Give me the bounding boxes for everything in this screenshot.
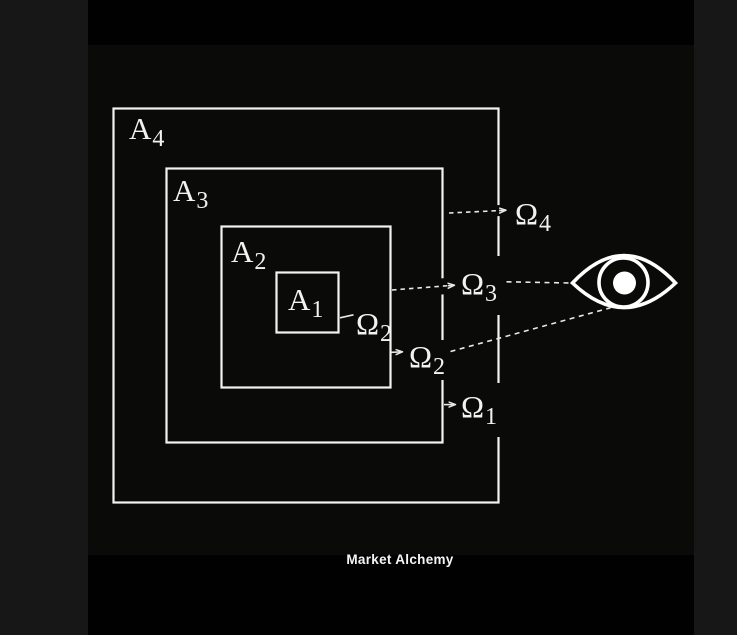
region-label-omega4: Ω4 (515, 196, 552, 237)
set-box-a3 (165, 167, 444, 444)
watermark: Market Alchemy (346, 552, 454, 567)
top-black-bar (88, 0, 694, 45)
set-label-a4: A4 (129, 111, 165, 152)
set-box-a2 (220, 225, 392, 389)
set-label-a1: A1 (288, 282, 324, 323)
region-label-omega3: Ω3 (456, 256, 504, 315)
set-box-a1 (275, 271, 340, 334)
set-label-a3: A3 (173, 173, 209, 214)
omega2-eye-sightline (450, 307, 611, 353)
eye-icon (569, 253, 679, 310)
set-label-a2: A2 (231, 234, 267, 275)
omega3-arrow-dashes (391, 284, 449, 291)
region-label-omega1: Ω1 (455, 383, 506, 437)
omega3-eye-sightline (506, 281, 571, 284)
letterbox-right (694, 0, 737, 635)
omega2-inner-tick (339, 314, 354, 319)
region-label-omega2-inner: Ω2 (356, 306, 393, 347)
region-label-omega2-outer: Ω2 (407, 339, 448, 380)
bottom-black-bar (88, 555, 694, 635)
omega3-arrow-head (448, 285, 455, 286)
omega2-outer-arrow (391, 352, 403, 353)
eye-pupil (613, 271, 636, 295)
eye-iris (597, 256, 650, 309)
eye-outline (569, 253, 679, 310)
letterbox-left (0, 0, 88, 635)
